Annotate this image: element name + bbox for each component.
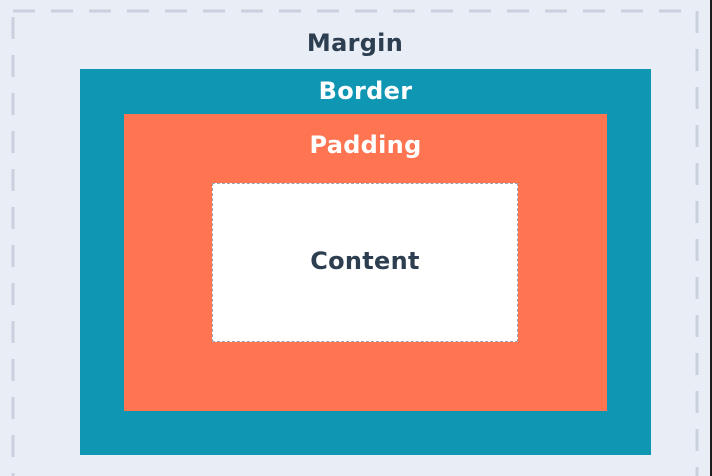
content-label: Content [310, 247, 420, 275]
margin-label: Margin [306, 29, 404, 57]
border-box: Border Padding Content [80, 69, 651, 455]
padding-box: Padding Content [124, 114, 607, 411]
padding-label: Padding [309, 131, 422, 159]
content-box: Content [212, 183, 518, 342]
border-label: Border [318, 77, 413, 105]
